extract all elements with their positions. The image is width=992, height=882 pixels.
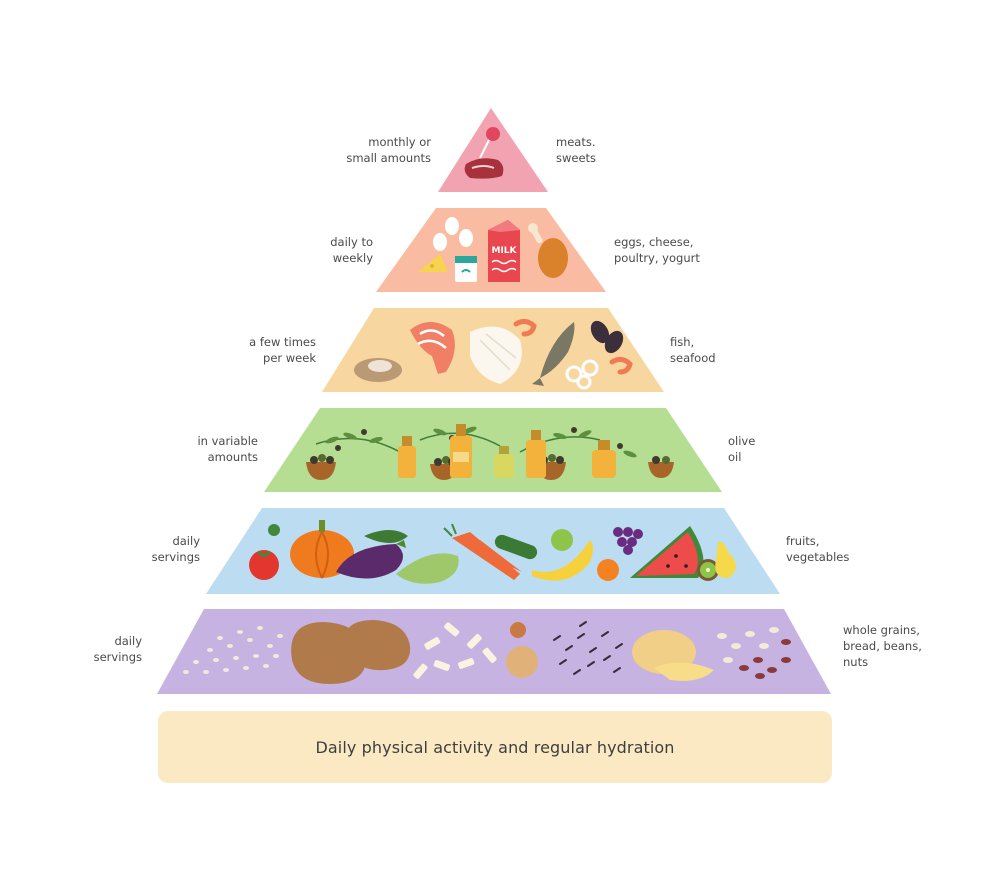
- lollipop-icon: [479, 127, 500, 159]
- tomato-icon: [249, 524, 280, 580]
- orange-icon: [597, 559, 619, 581]
- zucchini-icon: [364, 530, 459, 584]
- tier-3-food-label: fish, seafood: [670, 335, 716, 365]
- fish-fillet-icon: [470, 326, 522, 384]
- oil-bottle-icon: [494, 446, 514, 478]
- tier-4-food-label: olive oil: [728, 434, 756, 464]
- watermelon-icon: [630, 526, 704, 578]
- tier-1-frequency-label: monthly or small amounts: [346, 135, 431, 165]
- eggs-icon: [433, 217, 473, 251]
- oil-bottle-icon: [592, 440, 616, 478]
- steak-icon: [464, 158, 504, 179]
- cucumber-icon: [494, 534, 538, 560]
- tier-6-frequency-label: daily servings: [93, 634, 142, 664]
- kiwi-icon: [697, 559, 719, 581]
- olive-bowl-icon: [648, 456, 674, 478]
- bread-icon: [291, 620, 411, 684]
- mussel-icon: [590, 320, 624, 354]
- tier-2-frequency-label: daily to weekly: [330, 235, 373, 265]
- oil-bottle-icon: [526, 430, 546, 478]
- carrot-icon: [452, 532, 522, 580]
- chicken-leg-icon: [528, 223, 568, 278]
- cheese-icon: [418, 254, 448, 272]
- tier-1-band: [438, 108, 548, 192]
- oil-bottle-icon: [398, 436, 416, 478]
- salmon-steak-icon: [410, 322, 455, 374]
- whole-fish-icon: [532, 322, 575, 386]
- beans-icon: [717, 627, 791, 679]
- potato-icon: [632, 630, 714, 681]
- apple-icon: [551, 529, 573, 551]
- squid-rings-icon: [565, 359, 599, 390]
- tier-6-food-label: whole grains, bread, beans, nuts: [843, 623, 922, 669]
- eggplant-icon: [336, 540, 406, 579]
- carrot-icon: [443, 523, 457, 537]
- tier-5-food-label: fruits, vegetables: [786, 534, 850, 564]
- cracker-icon: [506, 622, 538, 678]
- pear-icon: [715, 541, 736, 578]
- tier-6-band: [157, 609, 831, 694]
- yogurt-cup-icon: [455, 256, 477, 282]
- oyster-icon: [354, 358, 402, 382]
- grains-icon: [183, 626, 283, 674]
- pumpkin-icon: [290, 520, 354, 579]
- activity-hydration-label: Daily physical activity and regular hydr…: [315, 737, 675, 757]
- olive-bowl-icon: [306, 454, 336, 480]
- shrimp-icon: [513, 318, 633, 375]
- milk-label: MILK: [491, 246, 517, 256]
- tier-1-food-label: meats. sweets: [556, 135, 597, 165]
- activity-hydration-band: Daily physical activity and regular hydr…: [158, 711, 832, 783]
- tier-2-food-label: eggs, cheese, poultry, yogurt: [614, 235, 700, 265]
- oil-bottle-icon: [450, 424, 472, 478]
- milk-carton-icon: MILK: [488, 220, 520, 282]
- banana-icon: [532, 540, 593, 581]
- tier-4-band: [264, 408, 722, 492]
- tier-3-frequency-label: a few times per week: [249, 335, 316, 365]
- tier-5-frequency-label: daily servings: [151, 534, 200, 564]
- pasta-icon: [413, 622, 497, 679]
- grapes-icon: [613, 527, 643, 555]
- tier-4-frequency-label: in variable amounts: [197, 434, 258, 464]
- wild-rice-icon: [553, 621, 623, 675]
